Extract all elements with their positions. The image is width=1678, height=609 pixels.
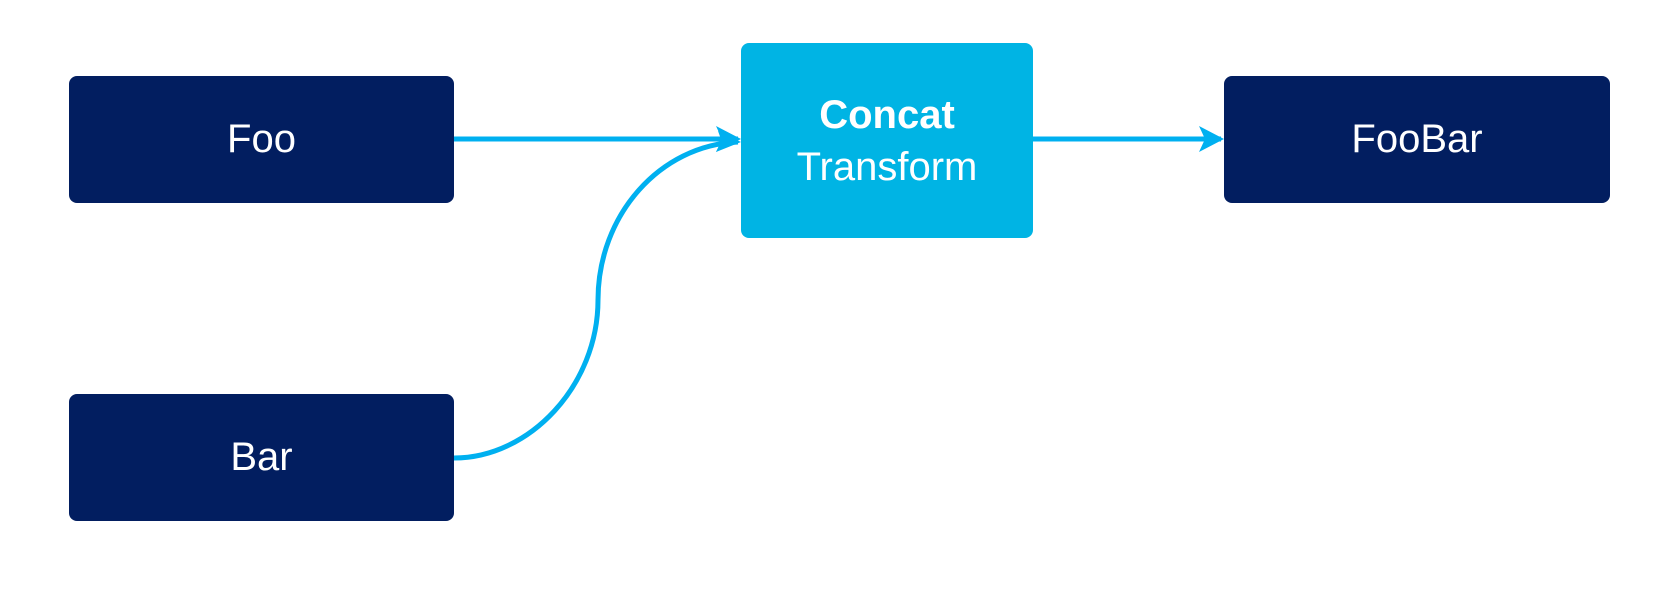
node-foobar[interactable]: FooBar: [1224, 76, 1610, 203]
arrowhead-concat-to-foobar: [1199, 126, 1224, 152]
node-bar[interactable]: Bar: [69, 394, 454, 521]
node-foobar-label: FooBar: [1351, 117, 1483, 161]
edge-bar-to-concat: [453, 139, 739, 461]
node-concat-title: Concat: [819, 92, 955, 137]
node-foo-label: Foo: [227, 117, 296, 161]
node-concat-subtitle: Transform: [796, 144, 978, 189]
node-concat-transform[interactable]: Concat Transform: [741, 43, 1033, 238]
node-foo[interactable]: Foo: [69, 76, 454, 203]
node-bar-label: Bar: [230, 435, 293, 479]
arrowhead-bar-to-concat: [716, 131, 741, 152]
